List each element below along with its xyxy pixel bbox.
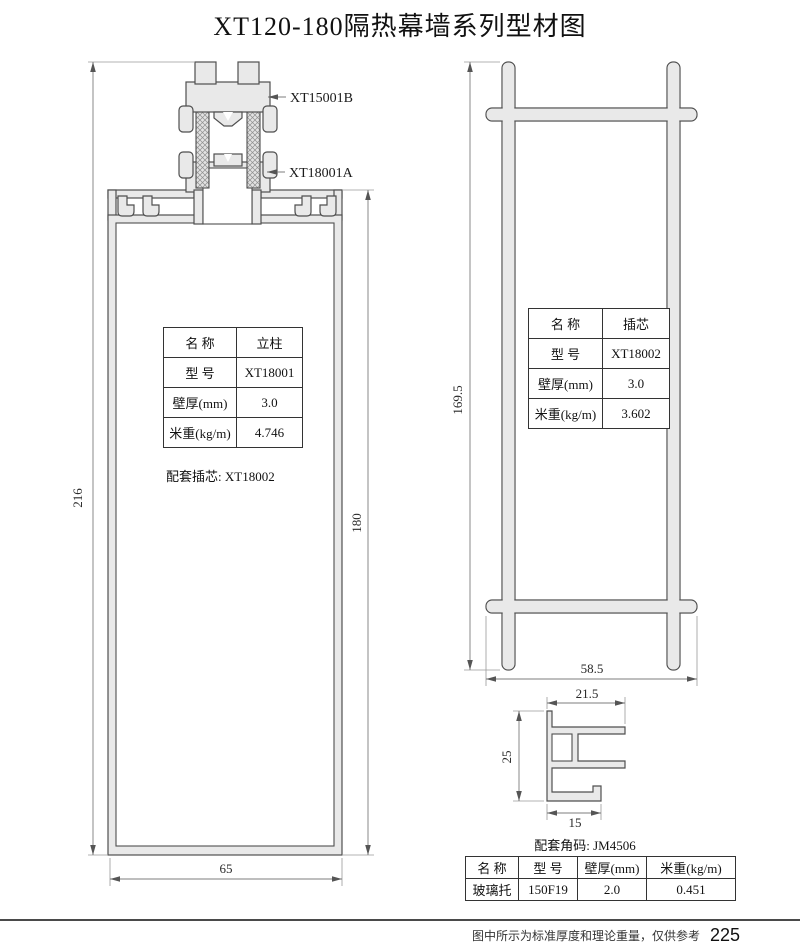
dim-21-5: 21.5 [546, 686, 626, 724]
glazing-hooks-left [117, 195, 160, 217]
corner-code-note: 配套角码: JM4506 [534, 838, 636, 853]
spec-value: 3.602 [602, 398, 670, 429]
dim-169-5: 169.5 [450, 61, 500, 671]
footer-disclaimer: 图中所示为标准厚度和理论重量，仅供参考 [471, 929, 700, 943]
spec-value: 3.0 [236, 387, 303, 418]
dim-15: 15 [546, 804, 602, 830]
spec-label: 型 号 [528, 338, 603, 369]
mullion-insert-note: 配套插芯: XT18002 [166, 469, 275, 484]
spec-value: XT18002 [602, 338, 670, 369]
dim-15-label: 15 [569, 815, 582, 830]
spec-value: 插芯 [602, 308, 670, 339]
spec-value: 立柱 [236, 327, 303, 358]
dim-65-label: 65 [220, 861, 233, 876]
insert-spec-table: 名 称 插芯 型 号 XT18002 壁厚(mm) 3.0 米重(kg/m) 3… [528, 308, 670, 429]
dim-180-label: 180 [349, 513, 364, 533]
dim-65: 65 [109, 858, 343, 886]
spec-label: 米重(kg/m) [163, 417, 237, 448]
cell-weight: 0.451 [646, 878, 736, 901]
insert-profile-drawing: 169.5 58.5 [450, 61, 698, 686]
col-header: 米重(kg/m) [646, 856, 736, 879]
glass-support-spec-table: 名 称 型 号 壁厚(mm) 米重(kg/m) 玻璃托 150F19 2.0 0… [465, 856, 736, 901]
dim-25: 25 [499, 710, 544, 802]
cell-model: 150F19 [518, 878, 578, 901]
dim-58-5: 58.5 [485, 616, 698, 686]
glass-support-drawing: 21.5 25 15 [499, 686, 626, 830]
leader-cap-label: XT15001B [268, 91, 353, 106]
glazing-hooks-right [294, 195, 337, 217]
dim-180: 180 [342, 189, 374, 856]
cell-name: 玻璃托 [465, 878, 519, 901]
part-label-xt18001a: XT18001A [289, 166, 354, 181]
dim-21-5-label: 21.5 [576, 686, 599, 701]
dim-58-5-label: 58.5 [581, 661, 604, 676]
spec-label: 名 称 [528, 308, 603, 339]
dim-216-label: 216 [70, 488, 85, 508]
spec-value: XT18001 [236, 357, 303, 388]
col-header: 型 号 [518, 856, 578, 879]
dim-25-label: 25 [499, 751, 514, 764]
dim-216: 216 [70, 61, 195, 856]
spec-label: 名 称 [163, 327, 237, 358]
spec-value: 3.0 [602, 368, 670, 399]
mullion-spec-table: 名 称 立柱 型 号 XT18001 壁厚(mm) 3.0 米重(kg/m) 4… [163, 327, 303, 448]
spec-label: 壁厚(mm) [528, 368, 603, 399]
footer-bar: 图中所示为标准厚度和理论重量，仅供参考 225 [0, 919, 800, 946]
page-number: 225 [709, 925, 740, 945]
dim-169-5-label: 169.5 [450, 385, 465, 414]
col-header: 壁厚(mm) [577, 856, 647, 879]
leader-mullion-label: XT18001A [267, 166, 354, 181]
spec-label: 型 号 [163, 357, 237, 388]
cell-thickness: 2.0 [577, 878, 647, 901]
mullion-profile-drawing: XT15001B XT18001A 216 180 [70, 61, 374, 886]
spec-value: 4.746 [236, 417, 303, 448]
part-label-xt15001b: XT15001B [290, 91, 353, 106]
col-header: 名 称 [465, 856, 519, 879]
spec-label: 米重(kg/m) [528, 398, 603, 429]
sheet-title: XT120-180隔热幕墙系列型材图 [213, 12, 587, 41]
cap-profile [178, 61, 278, 133]
spec-label: 壁厚(mm) [163, 387, 237, 418]
